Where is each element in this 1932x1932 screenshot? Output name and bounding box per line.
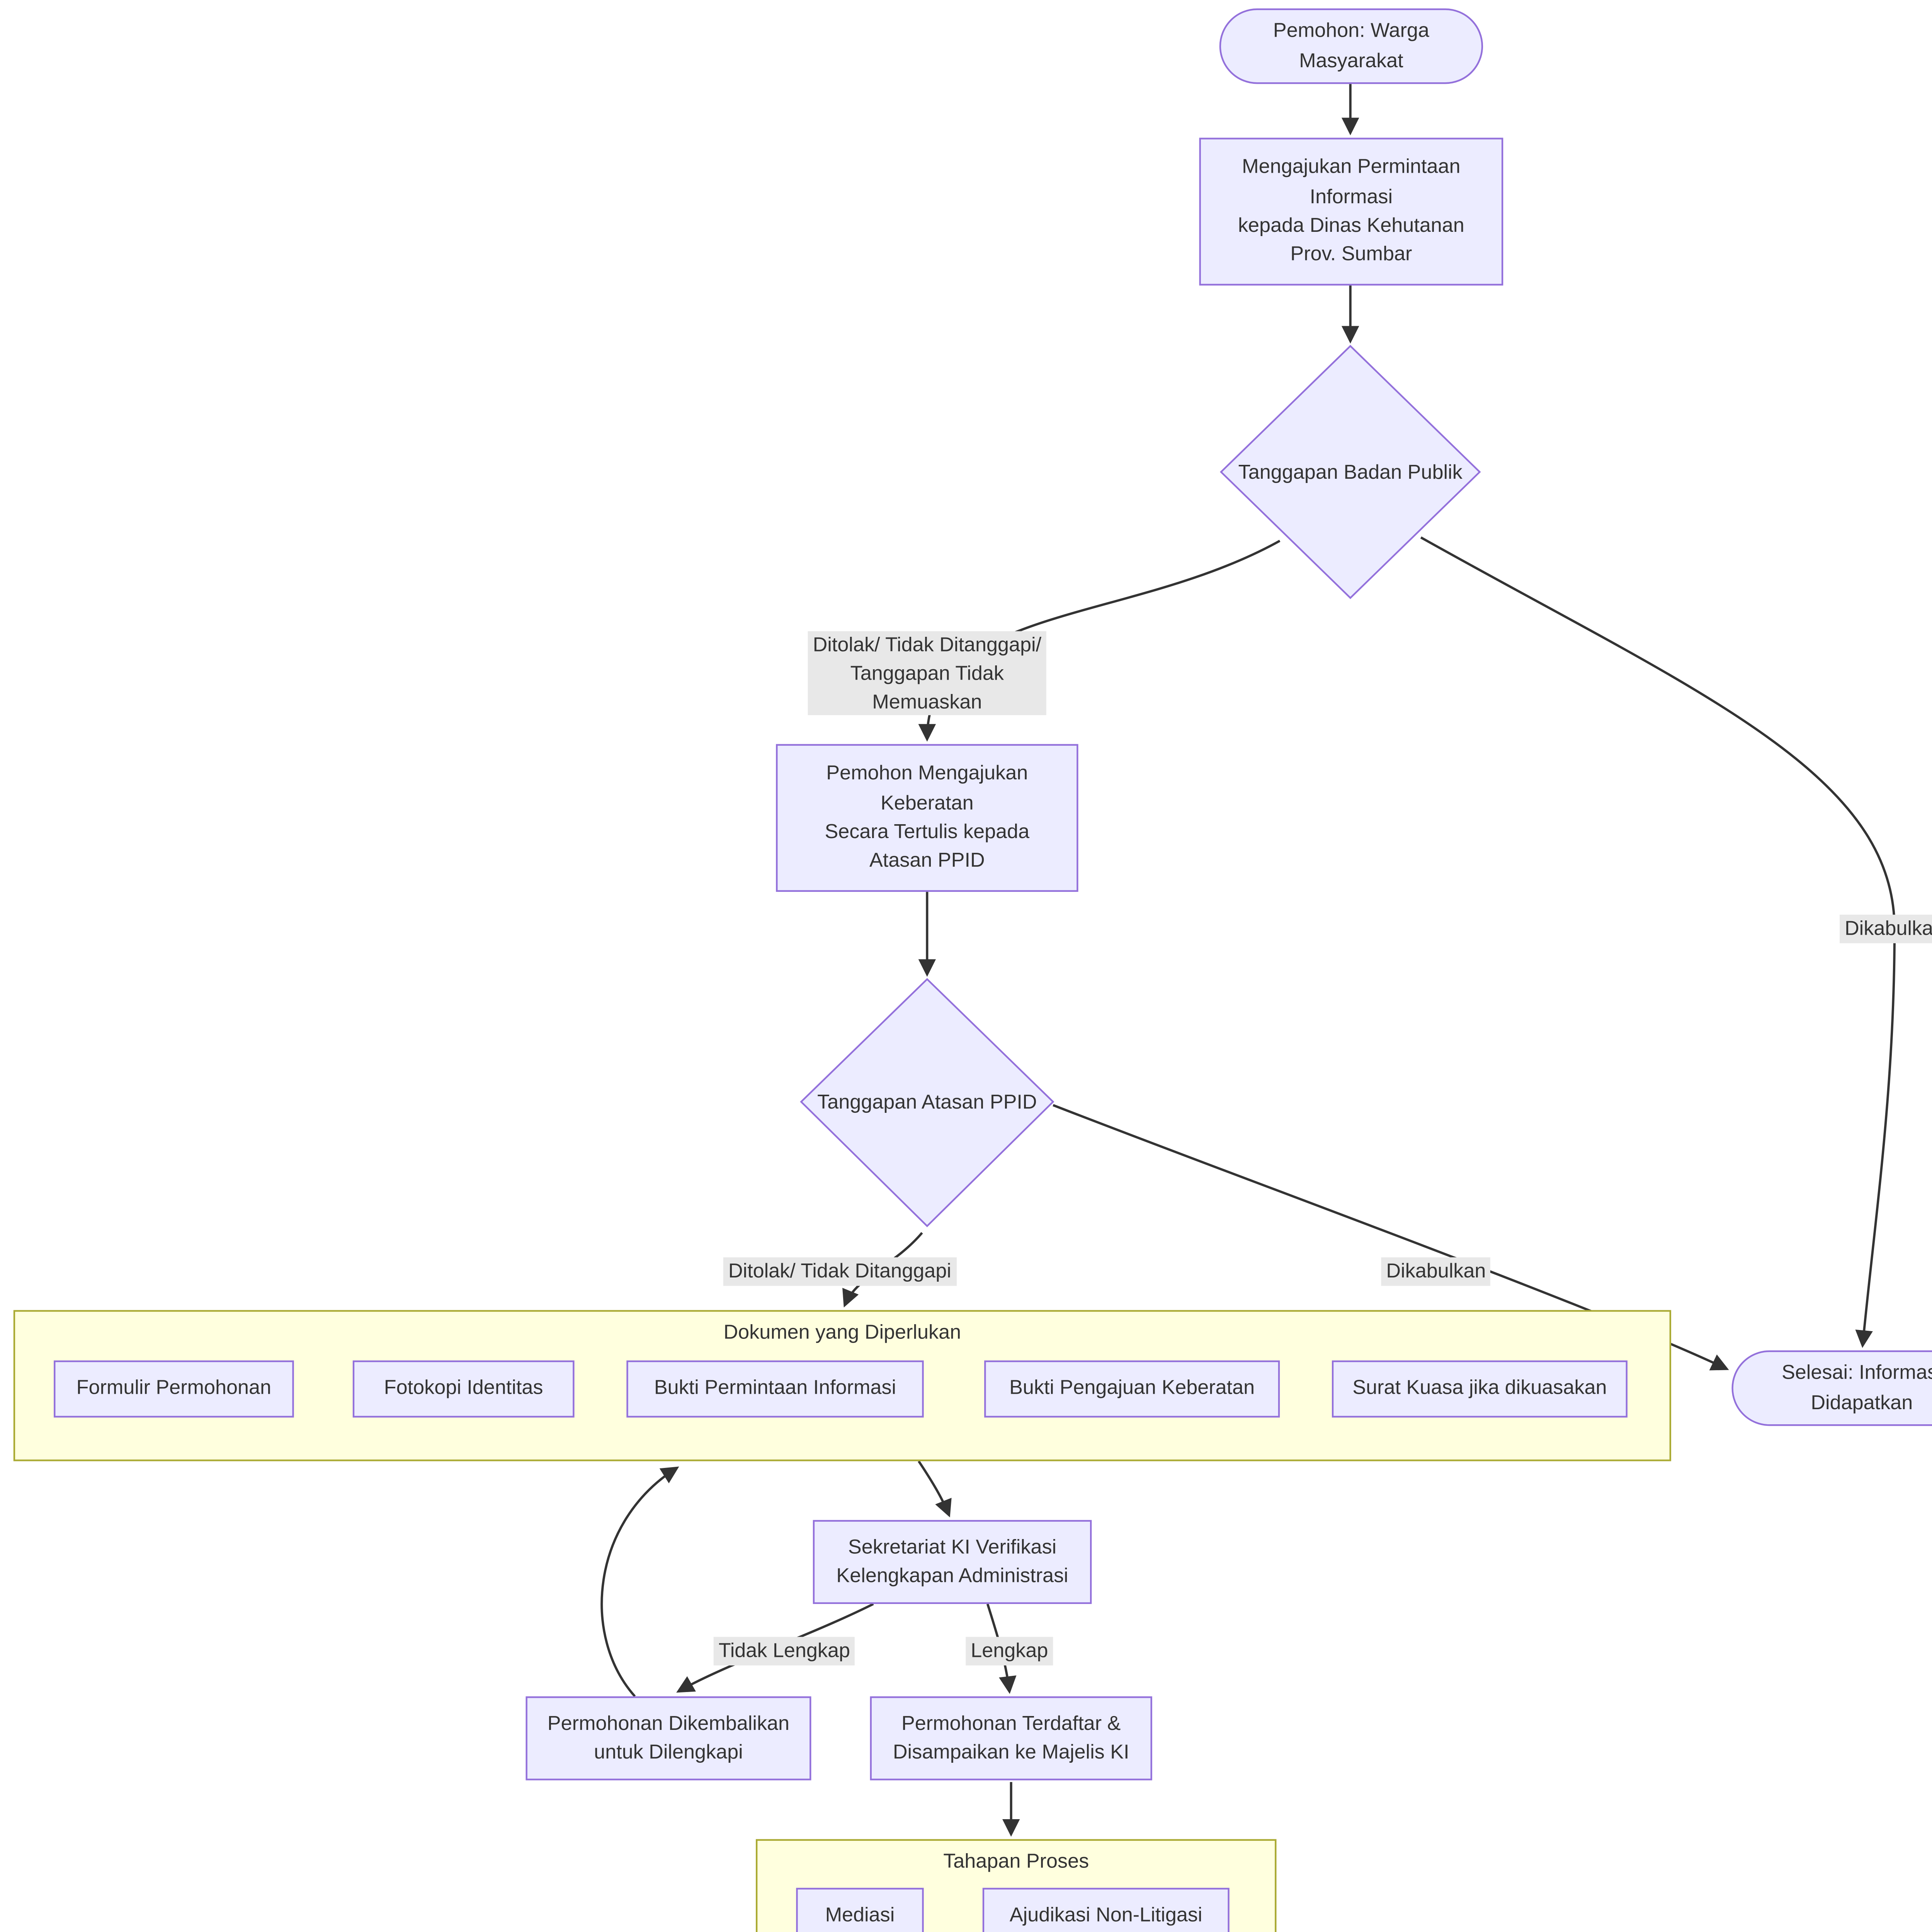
edge-tanggapan-badan-to-selesai-informasi	[1420, 536, 1896, 1348]
cluster-tahapan-title: Tahapan Proses	[943, 1849, 1089, 1873]
node-permohonan-terdaftar: Permohonan Terdaftar & Disampaikan ke Ma…	[870, 1696, 1152, 1781]
edge-label-lengkap: Lengkap	[966, 1637, 1053, 1665]
node-selesai-informasi-didapatkan: Selesai: Informasi Didapatkan	[1731, 1350, 1932, 1426]
cluster-tahapan-proses: Tahapan Proses Mediasi Ajudikasi Non-Lit…	[756, 1839, 1277, 1932]
node-surat-kuasa: Surat Kuasa jika dikuasakan	[1332, 1360, 1628, 1418]
edge-dokumen-to-verifikasi	[918, 1460, 952, 1518]
cluster-dokumen-title: Dokumen yang Diperlukan	[723, 1320, 961, 1344]
node-tanggapan-badan-publik: Tanggapan Badan Publik	[1238, 460, 1463, 484]
node-tanggapan-atasan-ppid: Tanggapan Atasan PPID	[817, 1090, 1037, 1114]
tanggapan-atasan-ppid-diamond-shape	[800, 978, 1054, 1228]
node-permohonan-dikembalikan: Permohonan Dikembalikan untuk Dilengkapi	[526, 1696, 811, 1781]
tanggapan-badan-publik-diamond-shape	[1219, 345, 1481, 599]
edge-label-tidak-lengkap: Tidak Lengkap	[713, 1637, 855, 1665]
node-bukti-permintaan-informasi: Bukti Permintaan Informasi	[626, 1360, 924, 1418]
node-pemohon-mengajukan-keberatan: Pemohon Mengajukan Keberatan Secara Tert…	[776, 744, 1078, 892]
node-mengajukan-permintaan: Mengajukan Permintaan Informasi kepada D…	[1199, 138, 1503, 286]
node-bukti-pengajuan-keberatan: Bukti Pengajuan Keberatan	[984, 1360, 1280, 1418]
node-sekretariat-ki-verifikasi: Sekretariat KI Verifikasi Kelengkapan Ad…	[813, 1520, 1092, 1604]
edge-label-ditolak-tidak-ditanggapi: Ditolak/ Tidak Ditanggapi	[723, 1257, 956, 1286]
node-mediasi: Mediasi	[796, 1888, 924, 1932]
node-pemohon: Pemohon: Warga Masyarakat	[1219, 8, 1483, 84]
node-ajudikasi-non-litigasi: Ajudikasi Non-Litigasi	[982, 1888, 1230, 1932]
cluster-dokumen-yang-diperlukan: Dokumen yang Diperlukan Formulir Permoho…	[13, 1310, 1671, 1461]
node-fotokopi-identitas: Fotokopi Identitas	[352, 1360, 575, 1418]
edge-dikembalikan-to-dokumen	[600, 1466, 679, 1697]
edge-label-ditolak-tidak-memuaskan: Ditolak/ Tidak Ditanggapi/ Tanggapan Tid…	[808, 631, 1047, 716]
edge-label-dikabulkan-atasan: Dikabulkan	[1381, 1257, 1491, 1286]
node-formulir-permohonan: Formulir Permohonan	[54, 1360, 294, 1418]
edge-label-dikabulkan-badan: Dikabulkan	[1839, 915, 1932, 943]
